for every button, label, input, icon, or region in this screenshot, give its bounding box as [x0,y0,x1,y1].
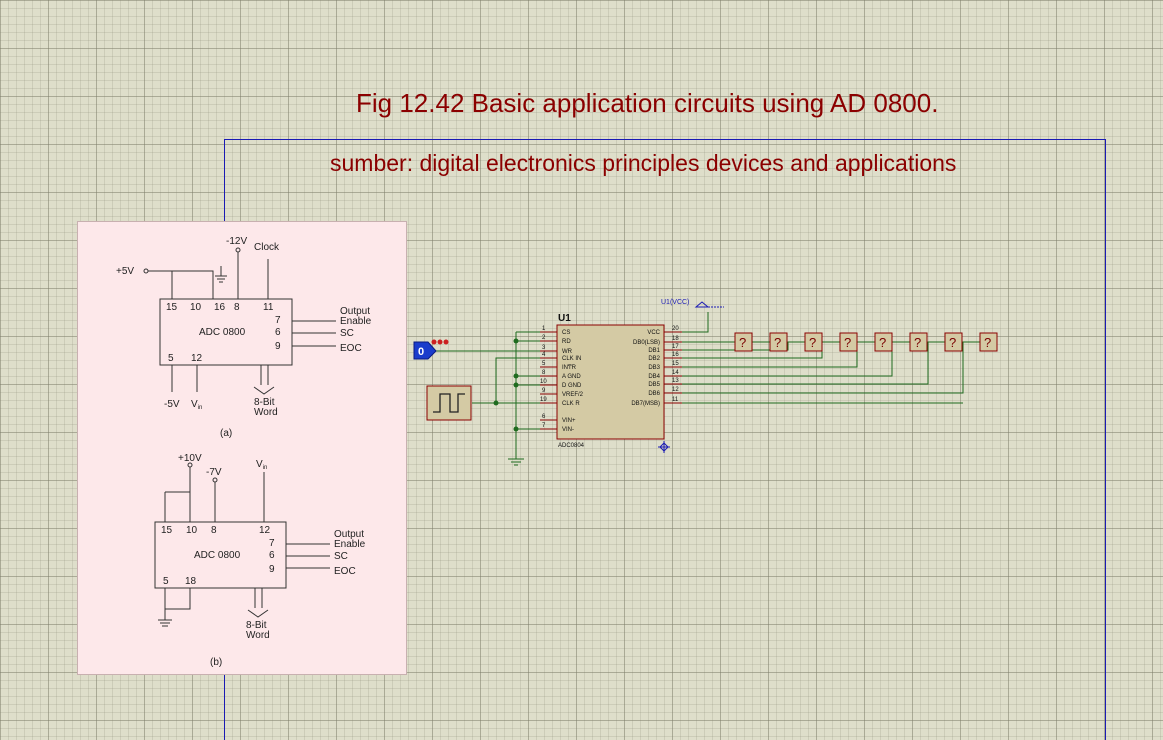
reference-figure-panel: +5V -12V Clock 15 10 16 8 11 7 6 9 ADC 0… [77,221,407,675]
supply-b-wire [164,467,191,522]
caption-b: (b) [210,657,222,668]
word-a-line2: Word [254,407,278,418]
output-wires-a [292,320,336,347]
state-indicator-icon [443,339,449,345]
probe-value: ? [809,335,816,350]
supply-a-terminal [143,268,149,274]
clock-generator[interactable] [426,385,472,421]
neg5v-label: -5V [164,399,180,410]
ground-b-wire [164,588,191,620]
vin-a-label: Vin [191,399,202,411]
output-a-enable: Enable [340,316,372,327]
probe-value: ? [844,335,851,350]
clock-generator-body[interactable] [426,385,472,421]
caption-a: (a) [220,428,232,439]
neg-supply-b-terminal [212,477,218,483]
output-a-output: Output [340,306,370,317]
figure-title: Fig 12.42 Basic application circuits usi… [356,88,939,118]
logic-probe-db1[interactable]: ? [769,332,788,352]
pin-b-8: 8 [211,525,217,536]
pin-a-12: 12 [191,353,203,364]
logic-probe-db0[interactable]: ? [734,332,753,352]
bottom-wires-a [171,365,198,392]
chip-a-label: ADC 0800 [199,327,246,338]
supply-a-wire [148,270,214,299]
word-b-line2: Word [246,630,270,641]
chip-body[interactable] [556,324,665,440]
pin-a-15: 15 [166,302,178,313]
pin-a-9: 9 [275,341,281,352]
output-b-enable: Enable [334,539,366,550]
output-b-sc: SC [334,551,348,562]
pin-b-7: 7 [269,538,275,549]
pin-b-10: 10 [186,525,198,536]
adc0804-chip[interactable]: U1 ADC0804 [556,313,665,449]
pin-a-8: 8 [234,302,240,313]
pin-a-7: 7 [275,315,281,326]
probe-value: ? [949,335,956,350]
logic-probe-db2[interactable]: ? [804,332,823,352]
output-a-eoc: EOC [340,343,362,354]
neg-supply-b-label: -7V [206,467,222,478]
ground-b [158,619,172,627]
supply-a-label: +5V [116,266,134,277]
square-wave-icon [433,393,465,413]
adc0800-a-body [159,298,293,366]
logic-probe-db3[interactable]: ? [839,332,858,352]
probe-value: ? [984,335,991,350]
figure-subtitle: sumber: digital electronics principles d… [330,150,957,176]
output-a-sc: SC [340,328,354,339]
word-arrow-b [247,588,269,618]
output-b-eoc: EOC [334,566,356,577]
neg-supply-a-label: -12V [226,236,247,247]
chip-reference: U1 [558,313,571,324]
reference-figure: +5V -12V Clock 15 10 16 8 11 7 6 9 ADC 0… [116,236,372,668]
logic-probes: ? ? ? ? ? ? ? ? [734,332,998,352]
pin-a-16: 16 [214,302,226,313]
ground-a [215,266,227,283]
logic-probe-db5[interactable]: ? [909,332,928,352]
word-b-line1: 8-Bit [246,620,267,631]
pin-a-11: 11 [263,302,274,313]
vin-b-label: Vin [256,459,267,471]
output-wires-b [286,543,330,569]
logic-state-body[interactable] [413,341,437,360]
pin-b-12: 12 [259,525,271,536]
logic-probe-db7[interactable]: ? [979,332,998,352]
probe-value: ? [914,335,921,350]
word-a-line1: 8-Bit [254,397,275,408]
adc0800-b-body [154,521,287,589]
pin-a-10: 10 [190,302,202,313]
logic-state-toggle[interactable]: 0 [413,339,449,360]
state-indicator-icon [431,339,437,345]
word-arrow-a [253,365,275,395]
logic-probe-db6[interactable]: ? [944,332,963,352]
pin-b-18: 18 [185,576,197,587]
probe-value: ? [739,335,746,350]
pin-b-5: 5 [163,576,169,587]
probe-value: ? [774,335,781,350]
pin-b-6: 6 [269,550,275,561]
chip-b-label: ADC 0800 [194,550,241,561]
state-indicator-icon [437,339,443,345]
pin-b-9: 9 [269,564,275,575]
pin-a-6: 6 [275,327,281,338]
supply-b-label: +10V [178,453,202,464]
output-b-output: Output [334,529,364,540]
pin-a-5: 5 [168,353,174,364]
logic-probe-db4[interactable]: ? [874,332,893,352]
clock-label: Clock [254,242,280,253]
pin-b-15: 15 [161,525,173,536]
probe-value: ? [879,335,886,350]
logic-state-value: 0 [418,346,424,358]
chip-part-name: ADC0804 [558,443,585,449]
neg-supply-a-terminal [235,247,241,253]
